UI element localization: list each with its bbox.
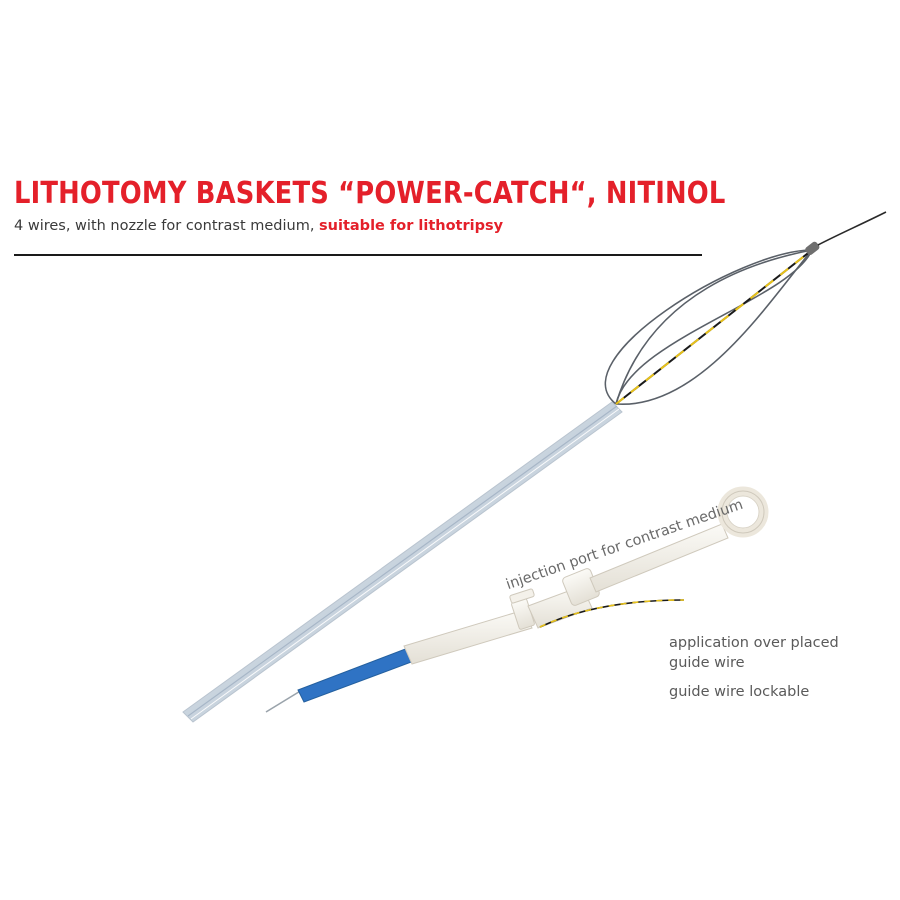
subtitle-lithotripsy-highlight: suitable for lithotripsy [319,218,504,234]
product-title: LITHOTOMY BASKETS “POWER-CATCH“, NITINOL [14,176,726,211]
product-subtitle: 4 wires, with nozzle for contrast medium… [14,218,503,234]
title-divider [14,254,702,256]
guide-wire-lockable-callout: guide wire lockable [669,684,810,700]
catheter-sheath [182,401,623,723]
application-callout-line-2: guide wire [669,655,745,671]
application-callout-line-1: application over placed [669,635,839,651]
basket-tip [805,211,887,256]
guide-wire [615,249,813,405]
handle-assembly [265,486,769,713]
subtitle-description: 4 wires, with nozzle for contrast medium… [14,218,320,234]
nitinol-basket [604,249,813,405]
application-callout: application over placed guide wire [669,633,839,673]
